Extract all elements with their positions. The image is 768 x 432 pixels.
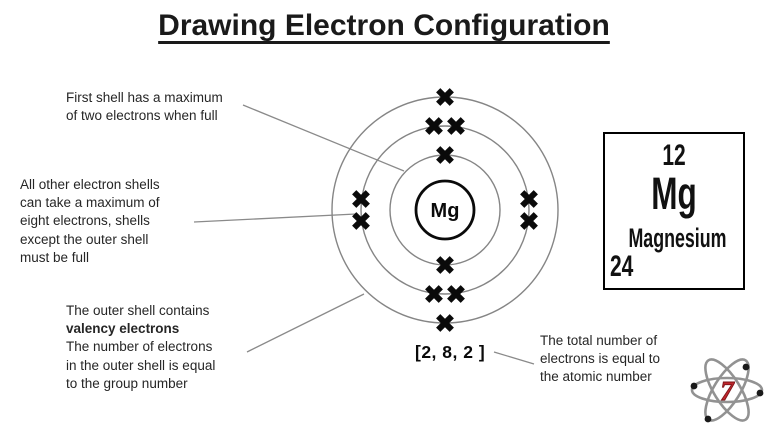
note-total-electrons: The total number of electrons is equal t…	[540, 332, 660, 387]
note-line: in the outer shell is equal	[66, 357, 216, 373]
nucleus-circle	[414, 179, 476, 241]
electron-dot	[742, 363, 750, 371]
orbit-ellipse	[690, 376, 764, 404]
electron-mark	[425, 285, 443, 303]
electron-mark	[425, 117, 443, 135]
note-line: First shell has a maximum	[66, 90, 223, 105]
page-title: Drawing Electron Configuration	[158, 9, 610, 42]
pointer-line-first-shell	[242, 104, 405, 172]
note-line-valency: valency electrons	[66, 321, 180, 337]
electron-config-label: [2, 8, 2 ]	[415, 342, 486, 362]
electron-mark	[447, 117, 465, 135]
note-line: to the group number	[66, 375, 188, 391]
electron-mark	[436, 256, 454, 274]
mass-number: 24	[610, 250, 634, 283]
electron-mark	[447, 285, 465, 303]
note-line: eight electrons, shells	[20, 213, 150, 229]
note-line: can take a maximum of	[20, 195, 160, 211]
element-name: Magnesium	[628, 223, 727, 253]
pointer-line-total-electrons	[493, 351, 535, 365]
electron-dot	[704, 415, 712, 423]
note-line: must be full	[20, 249, 90, 265]
electron-marks	[352, 88, 538, 332]
orbit-ellipse	[704, 358, 750, 422]
note-line: All other electron shells	[20, 177, 160, 192]
electron-dot	[756, 389, 764, 397]
note-line: of two electrons when full	[66, 108, 218, 124]
atom-logo: 7	[690, 358, 764, 423]
shell-circle-2	[360, 125, 530, 295]
note-line: except the outer shell	[20, 231, 149, 247]
element-symbol: Mg	[651, 168, 697, 219]
pointer-line-other-shells	[193, 213, 357, 223]
periodic-element-card: 12 Mg Magnesium 24	[603, 132, 745, 290]
electron-mark	[352, 190, 370, 208]
note-first-shell: First shell has a maximum of two electro…	[66, 89, 223, 125]
electron-mark	[520, 212, 538, 230]
electron-mark	[436, 146, 454, 164]
note-other-shells: All other electron shells can take a max…	[20, 176, 160, 267]
electron-mark	[436, 314, 454, 332]
note-line: the atomic number	[540, 369, 652, 385]
pointer-line-outer-shell	[246, 293, 365, 353]
atom-logo-electron-dots	[690, 363, 764, 423]
note-line: electrons is equal to	[540, 351, 661, 367]
note-line: The number of electrons	[66, 339, 213, 355]
note-line: The outer shell contains	[66, 303, 210, 318]
electron-mark	[436, 88, 454, 106]
note-outer-shell: The outer shell contains valency electro…	[66, 302, 215, 393]
nucleus-symbol: Mg	[431, 200, 460, 222]
atom-logo-orbits	[690, 358, 764, 422]
electron-dot	[690, 382, 698, 390]
electron-mark	[352, 212, 370, 230]
electron-mark	[520, 190, 538, 208]
note-line: The total number of	[540, 333, 658, 348]
atomic-number: 12	[662, 139, 686, 172]
logo-number: 7	[720, 376, 735, 406]
